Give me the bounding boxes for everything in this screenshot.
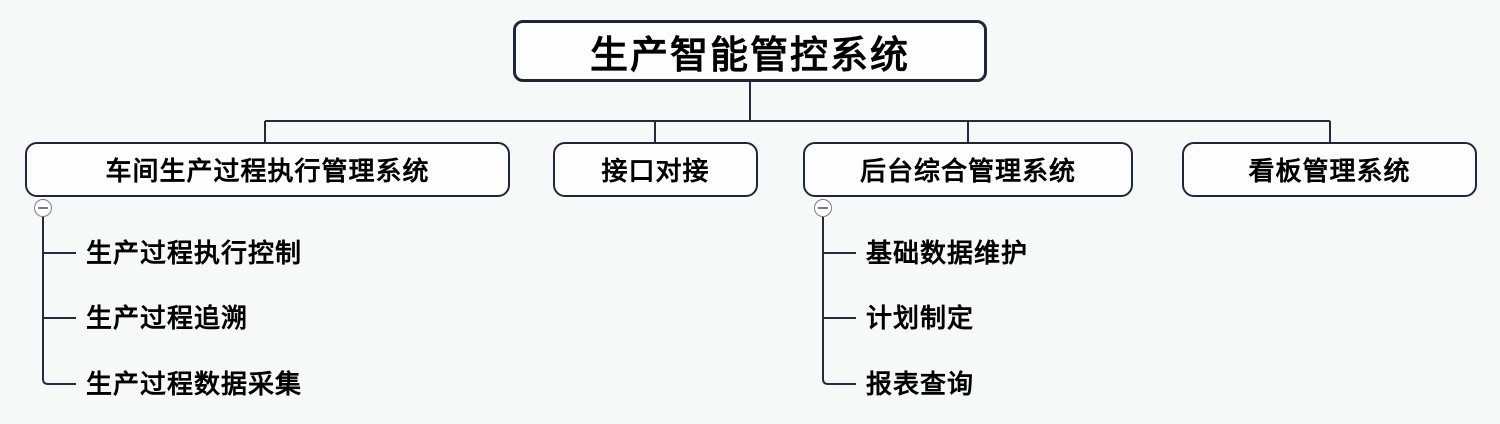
leaf-node[interactable]: 基础数据维护 <box>866 238 1029 268</box>
node-root-label: 生产智能管控系统 <box>589 34 910 77</box>
node-branch-backend[interactable]: 后台综合管理系统 <box>803 142 1133 197</box>
branch1-children-connectors <box>42 217 76 385</box>
leaf-node[interactable]: 生产过程追溯 <box>86 303 249 333</box>
node-branch-interface[interactable]: 接口对接 <box>553 142 758 197</box>
node-branch-label: 接口对接 <box>601 156 710 186</box>
collapse-minus-icon[interactable] <box>34 199 52 217</box>
leaf-node[interactable]: 生产过程执行控制 <box>86 238 303 268</box>
node-branch-kanban[interactable]: 看板管理系统 <box>1182 142 1477 197</box>
branch3-children-connectors <box>822 217 856 385</box>
node-branch-label: 车间生产过程执行管理系统 <box>105 156 430 186</box>
minus-dash <box>818 207 828 209</box>
root-to-branches-connectors <box>264 82 1331 142</box>
collapse-minus-icon[interactable] <box>814 199 832 217</box>
leaf-node[interactable]: 生产过程数据采集 <box>86 369 303 399</box>
leaf-node[interactable]: 报表查询 <box>866 369 975 399</box>
node-branch-label: 看板管理系统 <box>1248 156 1411 186</box>
node-branch-workshop-mes[interactable]: 车间生产过程执行管理系统 <box>25 142 510 197</box>
node-branch-label: 后台综合管理系统 <box>859 156 1076 186</box>
node-root[interactable]: 生产智能管控系统 <box>513 20 987 82</box>
leaf-node[interactable]: 计划制定 <box>866 303 975 333</box>
minus-dash <box>38 207 48 209</box>
